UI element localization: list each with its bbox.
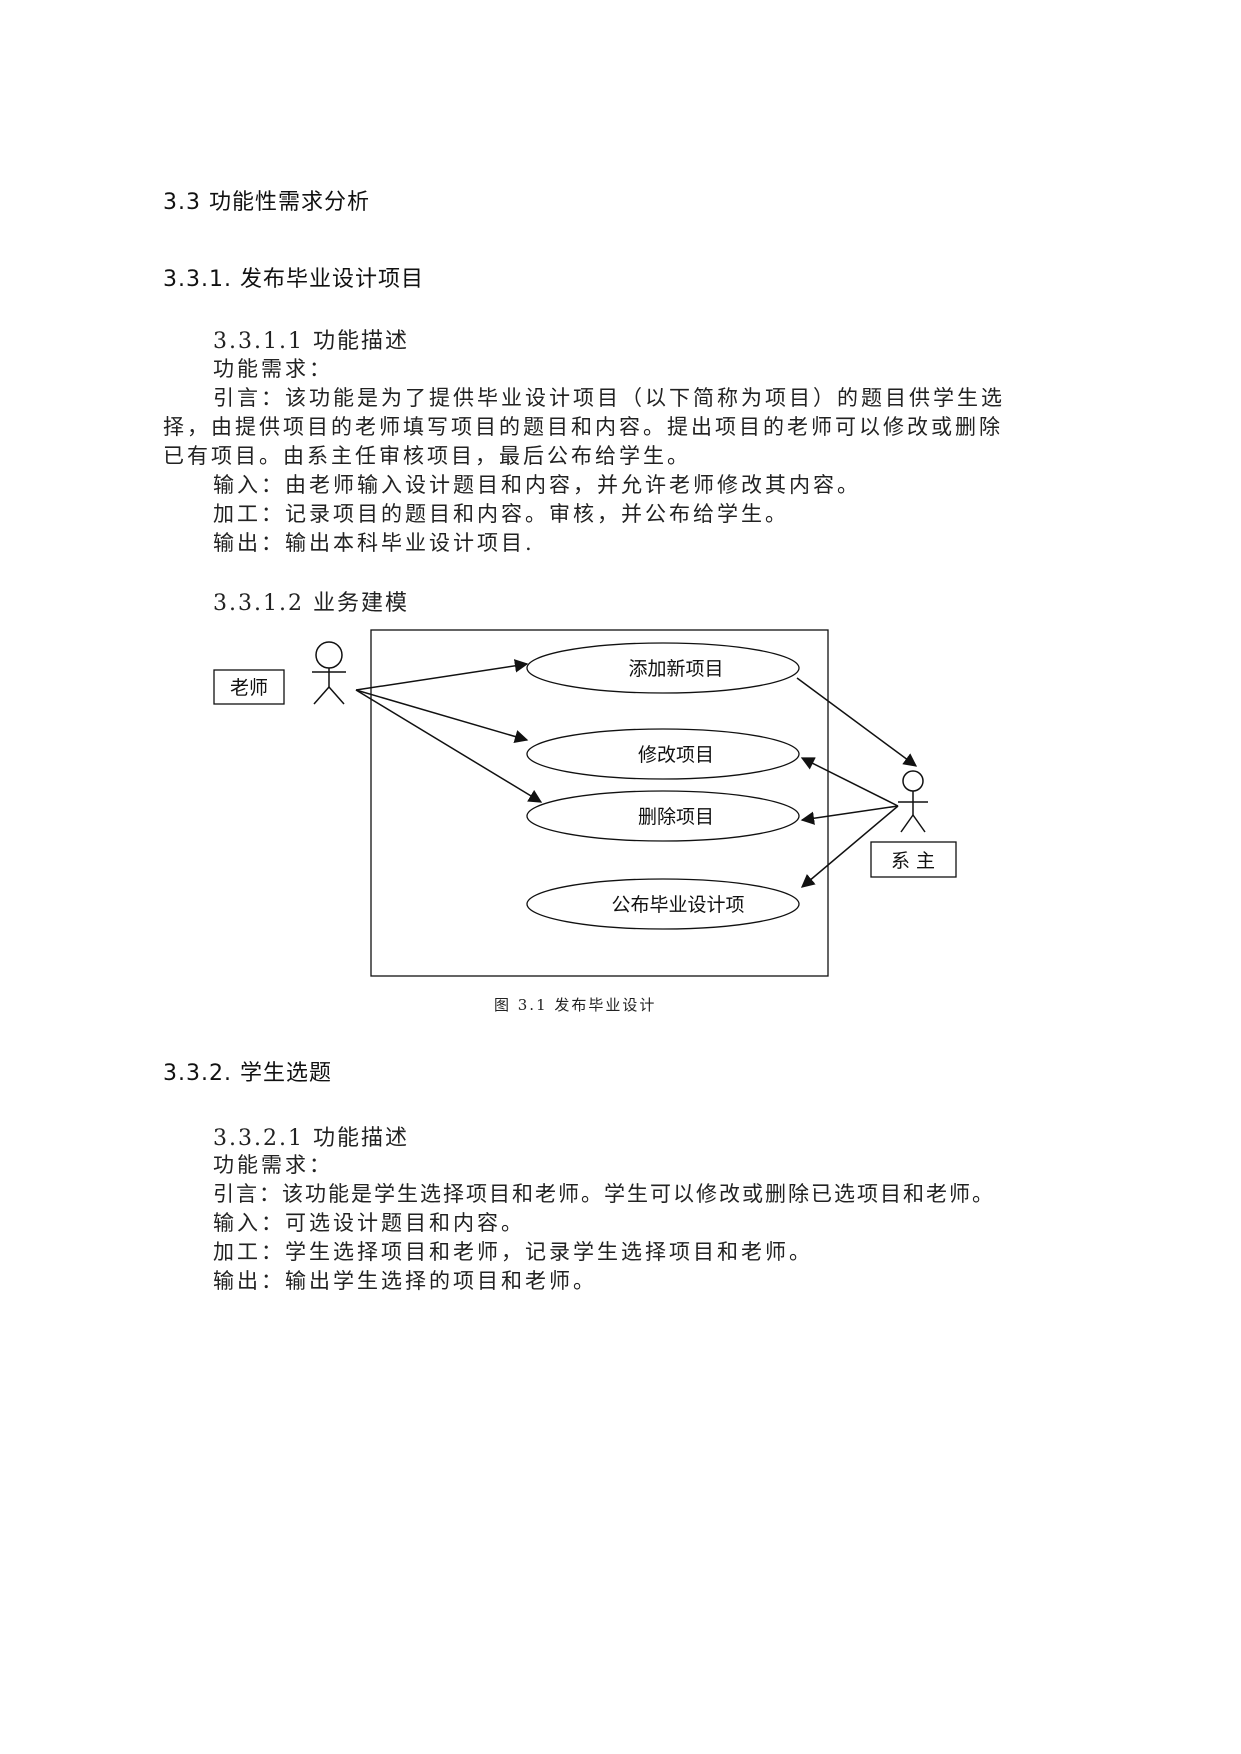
use-case-publish-project xyxy=(526,878,800,930)
system-boundary xyxy=(370,629,829,977)
use-case-delete-label: 删除项目 xyxy=(638,806,714,828)
use-case-modify-label: 修改项目 xyxy=(638,744,714,766)
input-line: 输入：由老师输入设计题目和内容，并允许老师修改其内容。 xyxy=(213,473,861,497)
arrow-teacher-delete xyxy=(355,689,543,803)
figure-caption: 图 3.1 发布毕业设计 xyxy=(494,996,657,1014)
output-line-2: 输出：输出学生选择的项目和老师。 xyxy=(213,1269,597,1293)
section-heading: 3.3 功能性需求分析 xyxy=(163,190,370,215)
function-description-heading: 3.3.1.1 功能描述 xyxy=(213,329,409,354)
arrow-director-publish xyxy=(800,805,899,888)
requirement-label-2: 功能需求： xyxy=(213,1153,333,1177)
use-case-delete-project xyxy=(526,790,800,842)
output-line: 输出：输出本科毕业设计项目. xyxy=(213,531,535,555)
arrow-director-modify xyxy=(800,757,899,807)
intro-line-2: 择，由提供项目的老师填写项目的题目和内容。提出项目的老师可以修改或删除 xyxy=(163,415,1003,439)
requirement-label: 功能需求： xyxy=(213,357,333,381)
use-case-modify-project xyxy=(526,728,800,780)
arrow-teacher-add xyxy=(355,659,529,691)
arrow-director-delete xyxy=(800,805,899,825)
use-case-add-label: 添加新项目 xyxy=(628,658,723,680)
arrow-add-director xyxy=(796,677,918,767)
director-actor-icon xyxy=(898,770,928,833)
teacher-actor-icon xyxy=(312,641,346,705)
use-case-publish-label: 公布毕业设计项 xyxy=(611,894,744,916)
teacher-label-box xyxy=(213,669,285,705)
intro-line-student: 引言：该功能是学生选择项目和老师。学生可以修改或删除已选项目和老师。 xyxy=(213,1182,995,1206)
teacher-label: 老师 xyxy=(230,677,268,699)
process-line: 加工：记录项目的题目和内容。审核，并公布给学生。 xyxy=(213,502,789,526)
input-line-2: 输入：可选设计题目和内容。 xyxy=(213,1211,525,1235)
process-line-2: 加工：学生选择项目和老师，记录学生选择项目和老师。 xyxy=(213,1240,813,1264)
intro-line-3: 已有项目。由系主任审核项目，最后公布给学生。 xyxy=(163,444,691,468)
business-modeling-heading: 3.3.1.2 业务建模 xyxy=(213,591,409,616)
director-label: 系 主 xyxy=(891,850,935,872)
intro-line-1: 引言：该功能是为了提供毕业设计项目（以下简称为项目）的题目供学生选 xyxy=(213,386,1005,410)
director-label-box xyxy=(870,841,957,878)
subsection-heading-student: 3.3.2. 学生选题 xyxy=(163,1061,332,1086)
function-description-heading-2: 3.3.2.1 功能描述 xyxy=(213,1126,409,1151)
subsection-heading-publish: 3.3.1. 发布毕业设计项目 xyxy=(163,267,424,292)
arrow-teacher-modify xyxy=(355,689,529,744)
